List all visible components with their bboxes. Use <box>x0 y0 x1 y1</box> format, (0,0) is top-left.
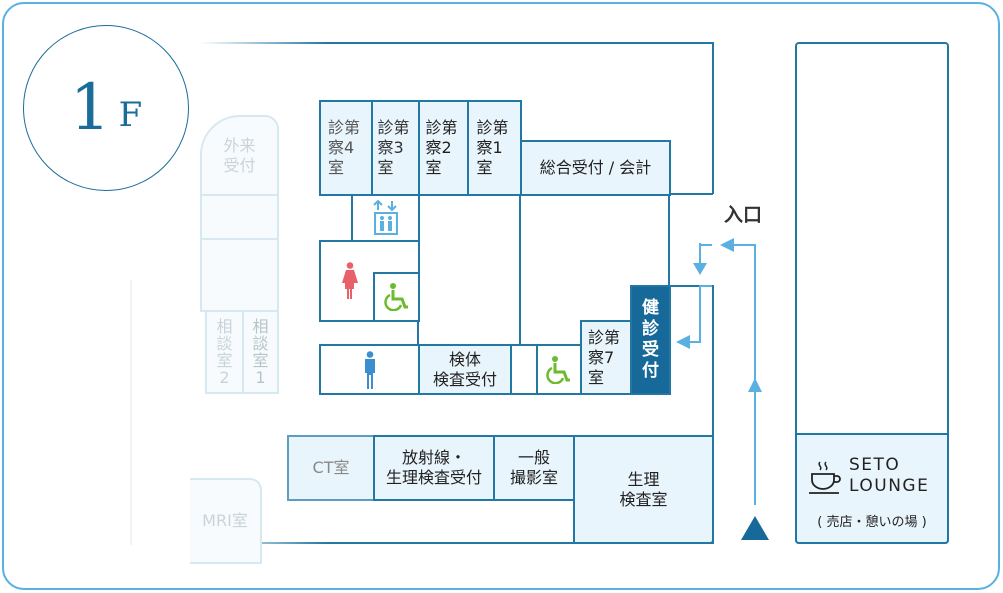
room-label: 診第 <box>425 118 458 137</box>
room-label: 室 <box>328 158 345 177</box>
room-unlabeled <box>200 194 279 240</box>
room-label: 室 <box>377 158 394 177</box>
room-label: 外来 <box>223 135 256 155</box>
elevator[interactable] <box>351 194 420 242</box>
wheelchair-icon <box>383 283 408 311</box>
arrow-icon <box>720 238 734 252</box>
room-label: 放射線・ <box>401 448 466 467</box>
entrance-label: 入口 <box>724 204 763 226</box>
room-label: 2 <box>219 368 230 387</box>
room-label: 検査室 <box>619 489 668 509</box>
room-unlabeled <box>200 238 279 312</box>
entrance-marker-icon <box>741 516 769 540</box>
room-label: 1 <box>255 368 266 387</box>
restroom-male[interactable] <box>319 344 420 395</box>
room-label: 診第 <box>377 118 410 137</box>
room-label: 察4 <box>328 138 355 157</box>
room-physiological-exam[interactable]: 生理検査室 <box>573 435 714 544</box>
room-label: 室 <box>425 158 442 177</box>
room-ct[interactable]: CT室 <box>287 435 375 501</box>
floor-badge: 1 F <box>23 25 189 191</box>
room-label: 検体 <box>448 349 481 369</box>
room-label: CT室 <box>312 458 350 477</box>
room-label: 健 <box>642 298 659 318</box>
room-label: 相 <box>216 317 233 336</box>
room-label: 診第 <box>476 118 509 137</box>
room-label: 室 <box>588 367 605 387</box>
male-restroom-icon <box>364 350 375 389</box>
room-label: 受付 <box>223 155 256 175</box>
room-label: 談 <box>216 334 233 353</box>
room-label: 付 <box>642 361 659 381</box>
elevator-icon <box>372 200 398 235</box>
female-restroom-icon <box>342 262 358 299</box>
room-checkup-reception[interactable]: 健診受付 <box>630 285 671 395</box>
room-label: 検査受付 <box>432 369 497 389</box>
room-label: 察2 <box>425 138 452 157</box>
room-label: 察1 <box>476 138 503 157</box>
room-general-xray[interactable]: 一般撮影室 <box>493 435 575 501</box>
room-label: 室 <box>216 351 233 370</box>
floor-number: 1 <box>69 71 111 145</box>
room-label: 診第 <box>328 118 361 137</box>
room-label: 室 <box>476 158 493 177</box>
lounge-name-line1: SETO <box>849 455 901 475</box>
lounge-name-line2: LOUNGE <box>849 476 930 496</box>
room-radiology-reception[interactable]: 放射線・生理検査受付 <box>373 435 495 501</box>
room-label: 察3 <box>377 138 404 157</box>
room-mri[interactable]: MRI室 <box>190 478 262 564</box>
room-label: 診 <box>642 319 659 339</box>
room-label: 生理 <box>627 469 660 489</box>
restroom-accessible[interactable] <box>373 272 420 322</box>
room-specimen-reception[interactable]: 検体検査受付 <box>418 344 512 395</box>
restroom-accessible[interactable] <box>536 344 582 395</box>
room-label: 察7 <box>588 347 615 367</box>
seto-lounge[interactable]: SETO LOUNGE ( 売店・憩いの場 ) <box>795 433 949 544</box>
room-label: 受 <box>642 340 659 360</box>
room-label: MRI室 <box>202 511 248 530</box>
room-general-reception[interactable]: 総合受付 / 会計 <box>520 140 671 196</box>
floor-unit: F <box>118 95 143 135</box>
arrow-icon <box>693 263 707 275</box>
room-label: 診第 <box>588 327 621 347</box>
arrow-icon <box>748 378 762 392</box>
wheelchair-icon <box>546 355 570 384</box>
room-label: 撮影室 <box>509 468 558 487</box>
room-label: 総合受付 / 会計 <box>539 158 652 177</box>
room-label: 談 <box>252 334 269 353</box>
coffee-cup-icon <box>809 461 841 494</box>
room-label: 室 <box>252 351 269 370</box>
lounge-subtitle: ( 売店・憩いの場 ) <box>817 515 927 530</box>
arrow-icon <box>676 335 690 349</box>
room-label: 一般 <box>517 448 550 467</box>
room-label: 生理検査受付 <box>385 468 482 487</box>
room-label: 相 <box>252 317 269 336</box>
